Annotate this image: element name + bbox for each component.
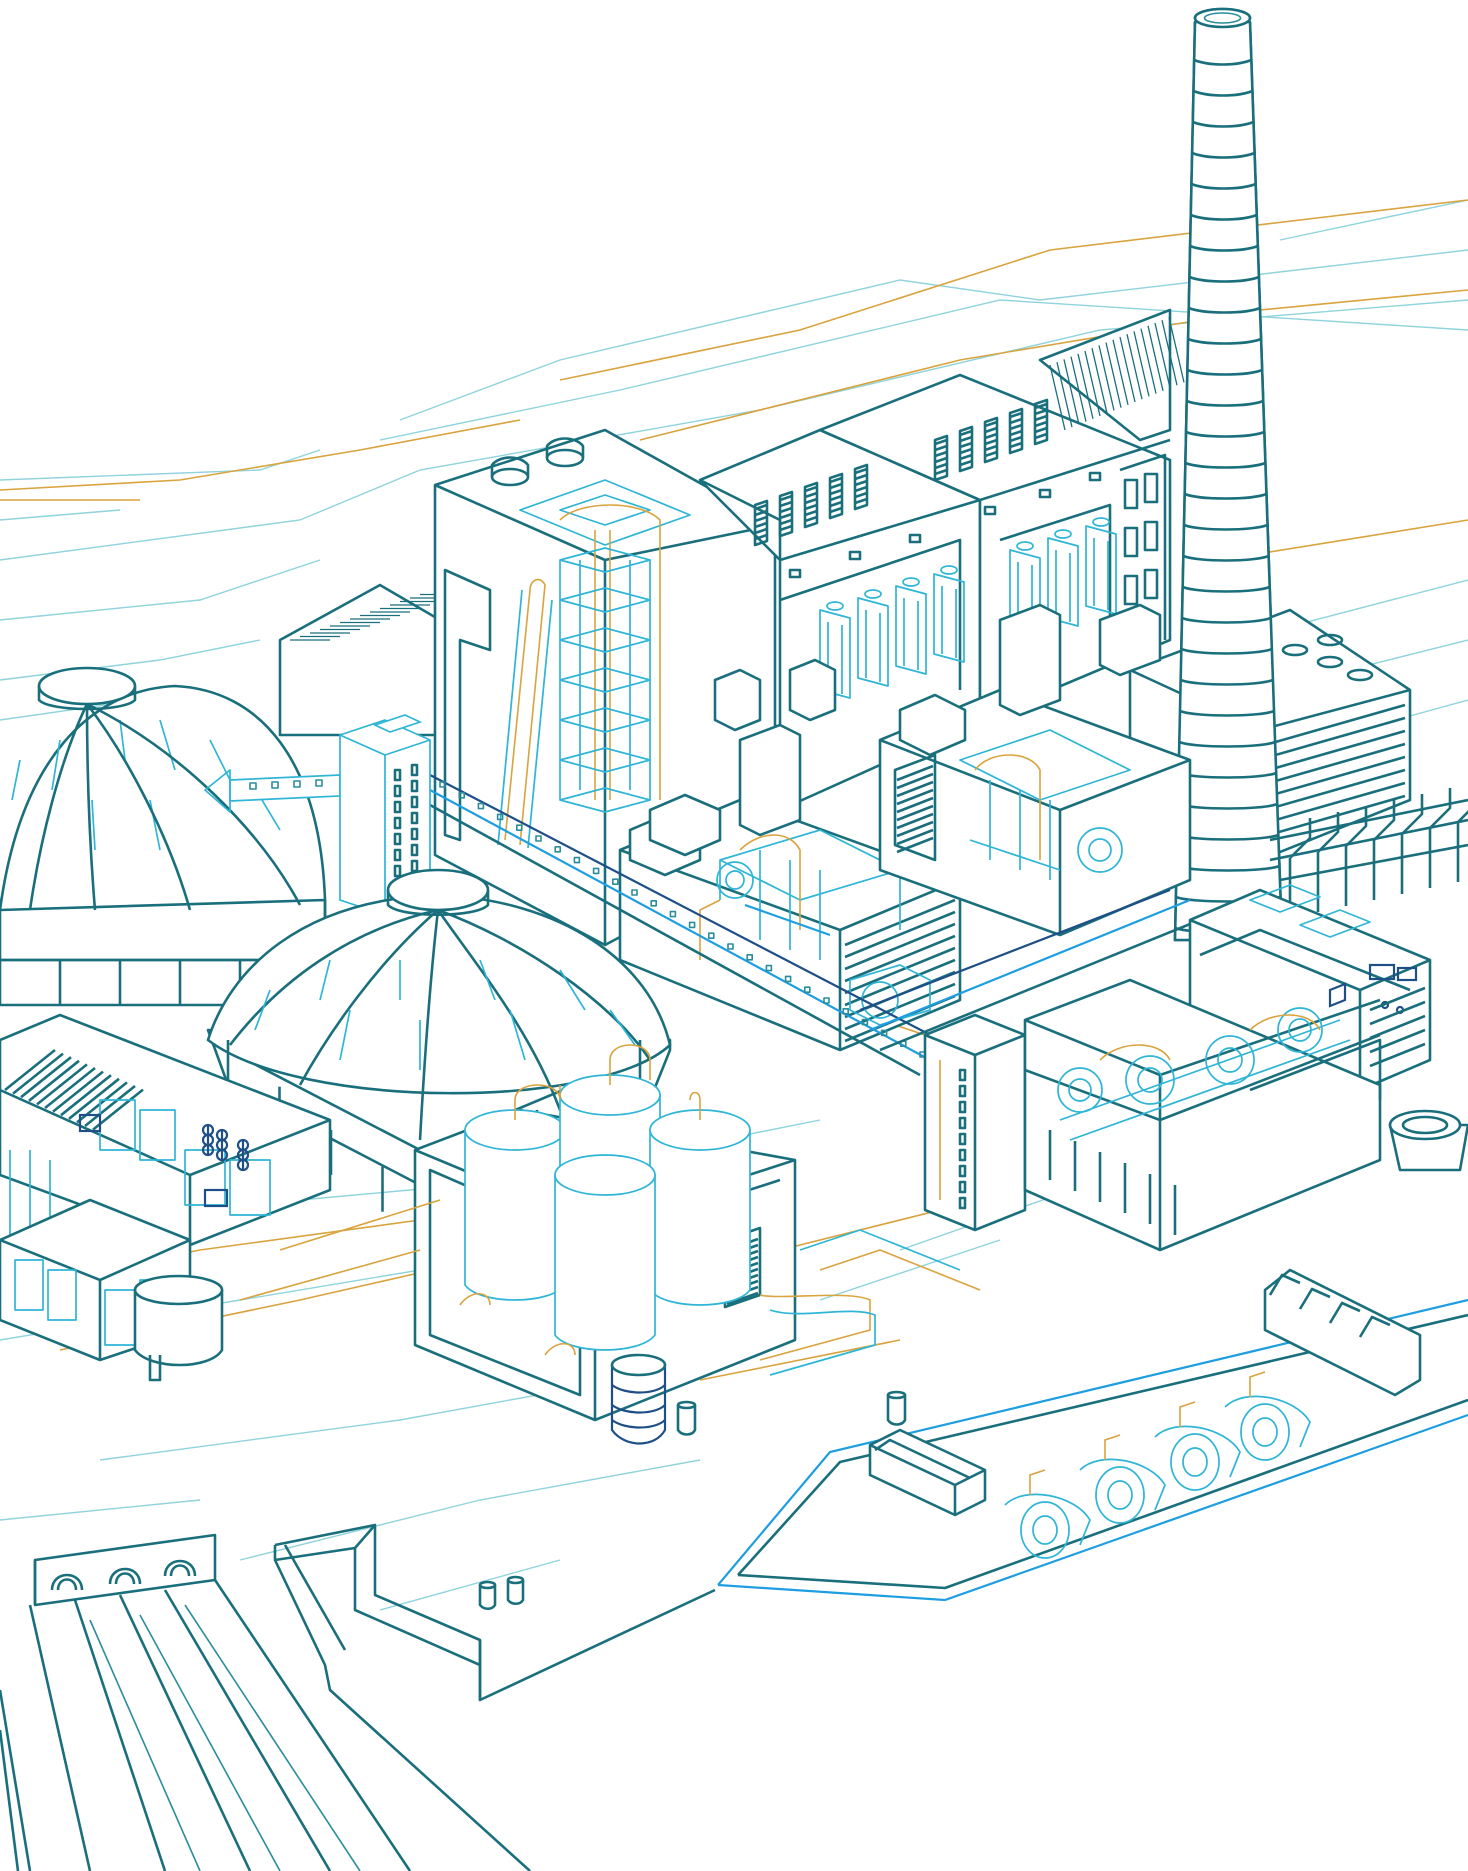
pier	[273, 1523, 716, 1871]
pipework-foreground	[239, 1199, 981, 1301]
transfer-tower-right	[923, 1013, 1027, 1232]
machine-room-b	[878, 603, 1192, 937]
tank-building	[413, 1044, 876, 1445]
intake-tunnels	[0, 1533, 412, 1871]
transfer-tower-left	[339, 714, 431, 916]
generator-hall	[818, 308, 1185, 722]
substation-left	[0, 1013, 332, 1382]
cooling-vent-right	[1388, 1109, 1468, 1172]
conveyor-right	[859, 888, 1201, 1052]
tanker-ship	[717, 1268, 1468, 1602]
conveyor-main	[429, 774, 941, 1077]
dome-left-meridians	[28, 702, 302, 911]
machine-room-a	[618, 658, 962, 1052]
pipe-rack-right	[1269, 788, 1468, 918]
turbine-cutaway-building	[1023, 978, 1382, 1252]
storage-tanks	[464, 1074, 751, 1351]
